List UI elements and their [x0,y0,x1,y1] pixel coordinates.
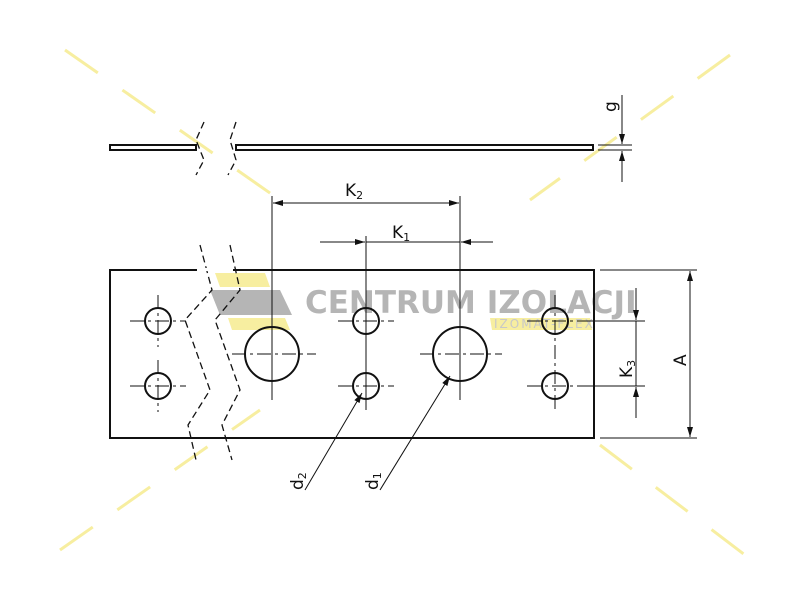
strip-right [235,144,594,151]
strip-left [109,144,197,151]
a-label: A [671,354,691,366]
plate-outline [109,269,595,439]
watermark-logo: CENTRUM IZOLACJI IZOMAT-FLEX [210,273,637,331]
d1-label: d1 [363,472,384,490]
k3-label: K3 [617,360,638,378]
watermark-title: CENTRUM IZOLACJI [305,285,637,321]
k2-label: K2 [345,181,363,202]
d2-label: d2 [288,472,309,490]
g-label: g [601,101,621,112]
k1-label: K1 [392,223,410,244]
break-lines [184,121,241,461]
d2-leader [304,392,363,491]
d1-leader [379,375,451,491]
watermark-diagonals [59,48,746,557]
centerlines [130,295,583,412]
